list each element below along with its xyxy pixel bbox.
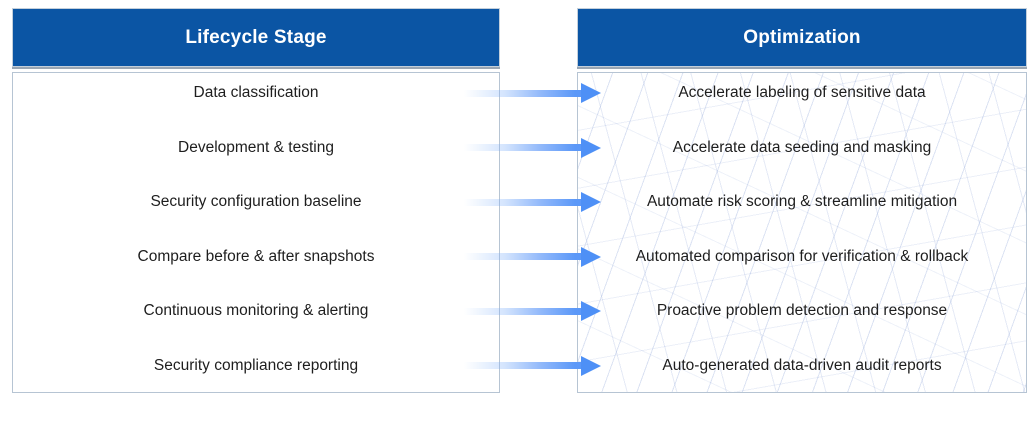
optimization-item: Automated comparison for verification & …	[577, 230, 1027, 285]
optimization-item-label: Automated comparison for verification & …	[635, 247, 969, 265]
right-arrow-icon	[581, 246, 601, 267]
stage-list: Data classification Development & testin…	[12, 66, 500, 393]
optimization-item-label: Accelerate data seeding and masking	[672, 138, 932, 156]
optimization-item: Proactive problem detection and response	[577, 284, 1027, 339]
stage-item-label: Compare before & after snapshots	[137, 247, 375, 265]
stage-item: Data classification	[12, 66, 500, 121]
flow-arrow	[464, 284, 601, 339]
optimization-item-label: Auto-generated data-driven audit reports	[662, 356, 942, 374]
arrow-shaft	[464, 253, 581, 261]
stage-item-label: Development & testing	[178, 138, 334, 156]
optimization-item-label: Accelerate labeling of sensitive data	[678, 84, 926, 102]
right-arrow-icon	[581, 83, 601, 104]
optimization-item: Automate risk scoring & streamline mitig…	[577, 175, 1027, 230]
arrow-shaft	[464, 198, 581, 206]
stage-item-label: Security configuration baseline	[150, 193, 362, 211]
flow-arrow	[464, 339, 601, 394]
stage-item: Continuous monitoring & alerting	[12, 284, 500, 339]
stage-item-label: Continuous monitoring & alerting	[143, 302, 369, 320]
optimization-item-label: Automate risk scoring & streamline mitig…	[646, 193, 958, 211]
lifecycle-stage-header: Lifecycle Stage	[12, 8, 500, 67]
optimization-header-label: Optimization	[743, 26, 861, 48]
lifecycle-stage-header-label: Lifecycle Stage	[185, 26, 327, 48]
right-arrow-icon	[581, 192, 601, 213]
optimization-header: Optimization	[577, 8, 1027, 67]
flow-arrow	[464, 230, 601, 285]
connector-arrows	[464, 66, 601, 393]
optimization-item: Accelerate labeling of sensitive data	[577, 66, 1027, 121]
stage-item: Compare before & after snapshots	[12, 230, 500, 285]
right-arrow-icon	[581, 355, 601, 376]
stage-item-label: Data classification	[193, 84, 319, 102]
arrow-shaft	[464, 144, 581, 152]
flow-arrow	[464, 175, 601, 230]
arrow-shaft	[464, 362, 581, 370]
arrow-shaft	[464, 89, 581, 97]
stage-item: Security configuration baseline	[12, 175, 500, 230]
right-arrow-icon	[581, 301, 601, 322]
lifecycle-stage-panel	[12, 72, 500, 393]
optimization-panel	[577, 72, 1027, 393]
stage-item: Development & testing	[12, 121, 500, 176]
optimization-item: Accelerate data seeding and masking	[577, 121, 1027, 176]
flow-arrow	[464, 121, 601, 176]
stage-item: Security compliance reporting	[12, 339, 500, 394]
optimization-item: Auto-generated data-driven audit reports	[577, 339, 1027, 394]
flow-arrow	[464, 66, 601, 121]
stage-item-label: Security compliance reporting	[153, 356, 359, 374]
arrow-shaft	[464, 307, 581, 315]
optimization-item-label: Proactive problem detection and response	[656, 302, 948, 320]
right-arrow-icon	[581, 137, 601, 158]
optimization-list: Accelerate labeling of sensitive data Ac…	[577, 66, 1027, 393]
